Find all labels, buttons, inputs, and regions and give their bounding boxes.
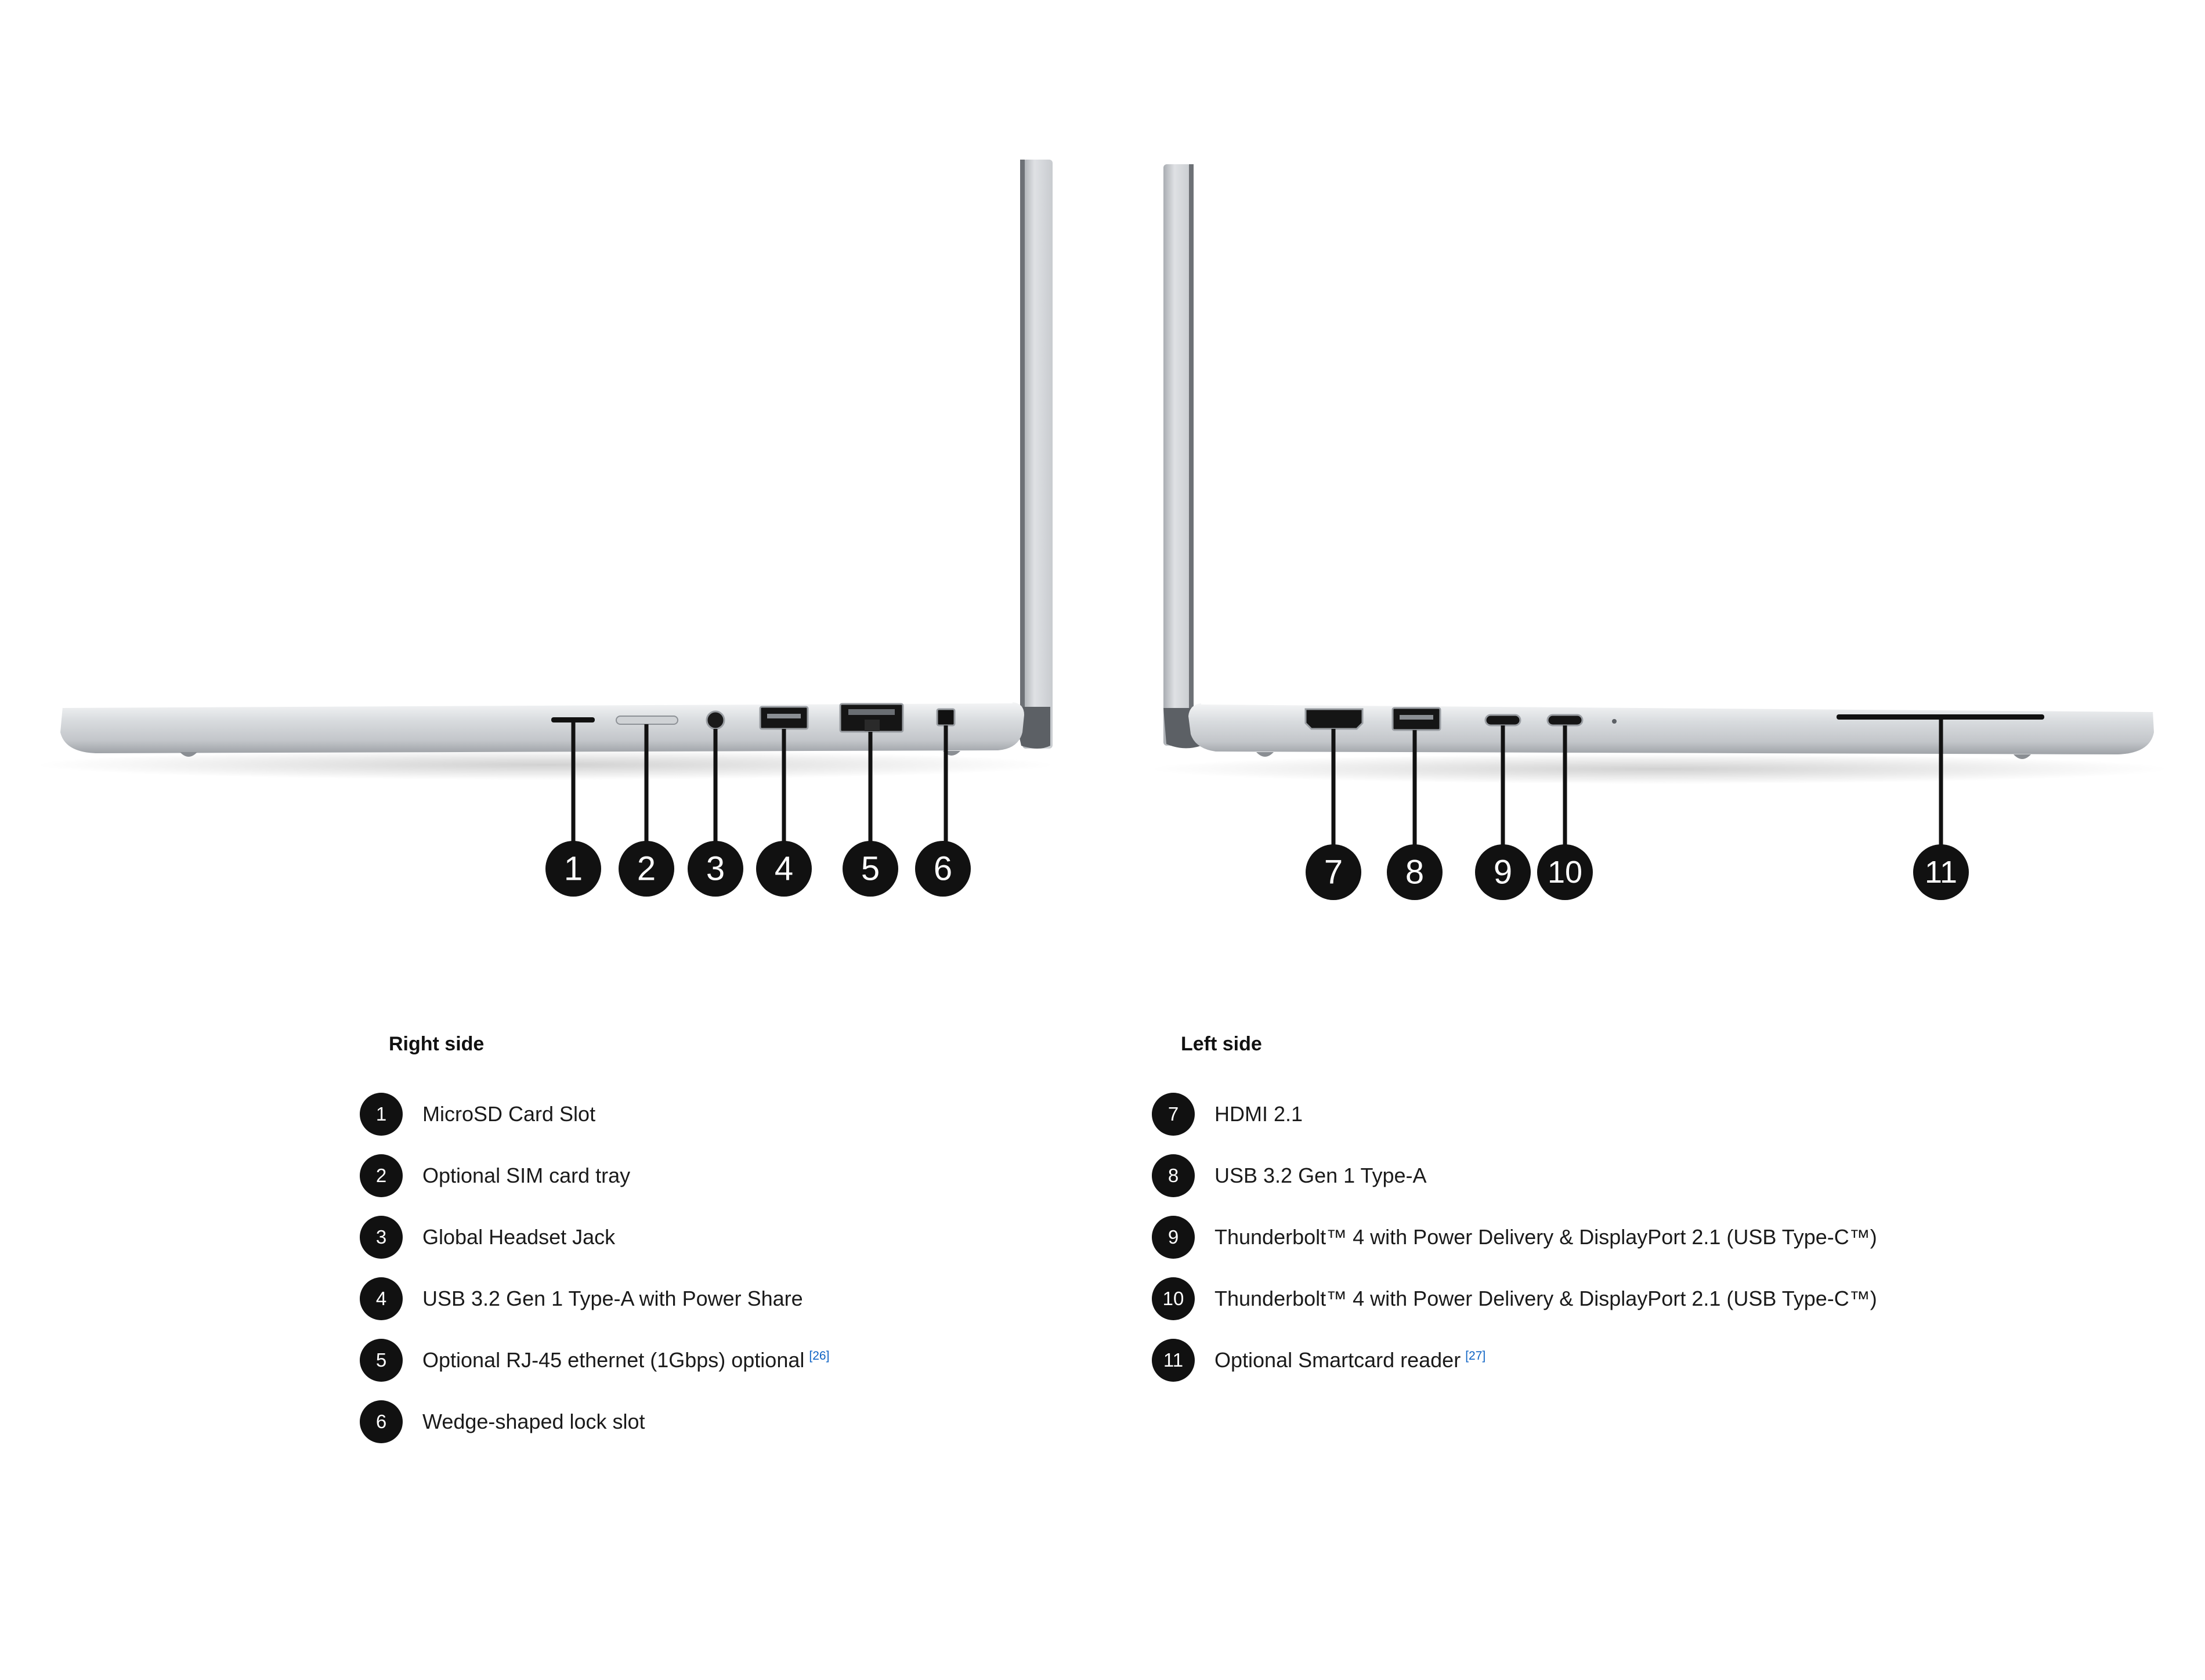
- callout-1: 1: [545, 841, 601, 897]
- callout-3: 3: [688, 841, 743, 897]
- legend-label: Optional Smartcard reader [27]: [1214, 1348, 1485, 1372]
- laptop-left-side-view: [1149, 164, 2170, 784]
- legend-title: Left side: [1181, 1033, 1262, 1055]
- legend-label: Wedge-shaped lock slot: [422, 1410, 645, 1433]
- legend-item: 8 USB 3.2 Gen 1 Type-A: [1152, 1145, 1877, 1206]
- svg-text:10: 10: [1548, 855, 1582, 890]
- legend-left-side: Left side 7 HDMI 2.1 8 USB 3.2 Gen 1 Typ…: [1152, 1033, 1877, 1391]
- microsd-slot: [551, 717, 595, 722]
- legend-item: 10 Thunderbolt™ 4 with Power Delivery & …: [1152, 1268, 1877, 1329]
- svg-text:4: 4: [775, 850, 793, 888]
- laptop-ports-diagram: 1 2 3 4 5 6 7 8 9 10 11: [35, 160, 2170, 900]
- callout-5: 5: [843, 841, 898, 897]
- headset-jack: [706, 710, 725, 730]
- number-badge: 8: [1152, 1154, 1195, 1197]
- callout-10: 10: [1537, 844, 1593, 900]
- svg-text:7: 7: [1324, 854, 1343, 891]
- legend-label: USB 3.2 Gen 1 Type-A: [1214, 1164, 1427, 1187]
- callout-4: 4: [756, 841, 812, 897]
- laptop-right-side-view: [35, 160, 1056, 780]
- number-badge: 1: [360, 1093, 403, 1136]
- legend-item: 4 USB 3.2 Gen 1 Type-A with Power Share: [360, 1268, 829, 1329]
- callout-8: 8: [1387, 844, 1443, 900]
- legend-item: 9 Thunderbolt™ 4 with Power Delivery & D…: [1152, 1206, 1877, 1268]
- legend-item: 6 Wedge-shaped lock slot: [360, 1391, 829, 1453]
- hdmi-port: [1304, 708, 1364, 730]
- number-badge: 4: [360, 1277, 403, 1320]
- legend-label: Global Headset Jack: [422, 1225, 616, 1249]
- lock-slot: [936, 708, 956, 727]
- status-led: [1612, 719, 1617, 724]
- sim-tray: [616, 716, 678, 725]
- number-badge: 7: [1152, 1093, 1195, 1136]
- callout-9: 9: [1475, 844, 1531, 900]
- legend-label: Thunderbolt™ 4 with Power Delivery & Dis…: [1214, 1287, 1877, 1310]
- svg-text:11: 11: [1925, 855, 1957, 890]
- usb-c-port: [1484, 714, 1521, 727]
- legend-item: 11 Optional Smartcard reader [27]: [1152, 1329, 1877, 1391]
- legend-item: 1 MicroSD Card Slot: [360, 1083, 829, 1145]
- legend-label-text: Optional Smartcard reader: [1214, 1348, 1461, 1372]
- legend-label: USB 3.2 Gen 1 Type-A with Power Share: [422, 1287, 803, 1310]
- smartcard-slot: [1837, 714, 2044, 720]
- callout-11: 11: [1913, 844, 1969, 900]
- legend-label: Thunderbolt™ 4 with Power Delivery & Dis…: [1214, 1225, 1877, 1249]
- svg-text:3: 3: [706, 850, 725, 888]
- legend-item: 2 Optional SIM card tray: [360, 1145, 829, 1206]
- number-badge: 3: [360, 1216, 403, 1259]
- number-badge: 6: [360, 1400, 403, 1443]
- legend-label: Optional RJ-45 ethernet (1Gbps) optional…: [422, 1348, 829, 1372]
- legend-label: MicroSD Card Slot: [422, 1102, 596, 1126]
- callout-2: 2: [619, 841, 674, 897]
- number-badge: 2: [360, 1154, 403, 1197]
- number-badge: 10: [1152, 1277, 1195, 1320]
- legend-item: 7 HDMI 2.1: [1152, 1083, 1877, 1145]
- svg-text:6: 6: [934, 850, 952, 888]
- footnote-link[interactable]: [26]: [809, 1349, 830, 1363]
- lid: [1163, 164, 1191, 746]
- number-badge: 9: [1152, 1216, 1195, 1259]
- legend-title: Right side: [389, 1033, 485, 1055]
- legend-label: HDMI 2.1: [1214, 1102, 1303, 1126]
- svg-text:2: 2: [637, 850, 656, 888]
- legend-label-text: Optional RJ-45 ethernet (1Gbps) optional: [422, 1348, 805, 1372]
- number-badge: 11: [1152, 1339, 1195, 1382]
- usb-c-port: [1546, 714, 1584, 727]
- svg-text:1: 1: [564, 850, 583, 888]
- number-badge: 5: [360, 1339, 403, 1382]
- legend-item: 5 Optional RJ-45 ethernet (1Gbps) option…: [360, 1329, 829, 1391]
- footnote-link[interactable]: [27]: [1465, 1349, 1486, 1363]
- legend-right-side: Right side 1 MicroSD Card Slot 2 Optiona…: [360, 1033, 829, 1453]
- callout-7: 7: [1306, 844, 1361, 900]
- svg-text:9: 9: [1494, 854, 1512, 891]
- svg-text:5: 5: [861, 850, 880, 888]
- legend-item: 3 Global Headset Jack: [360, 1206, 829, 1268]
- legend-label: Optional SIM card tray: [422, 1164, 631, 1187]
- svg-text:8: 8: [1405, 854, 1424, 891]
- callout-6: 6: [915, 841, 971, 897]
- lid: [1022, 160, 1053, 749]
